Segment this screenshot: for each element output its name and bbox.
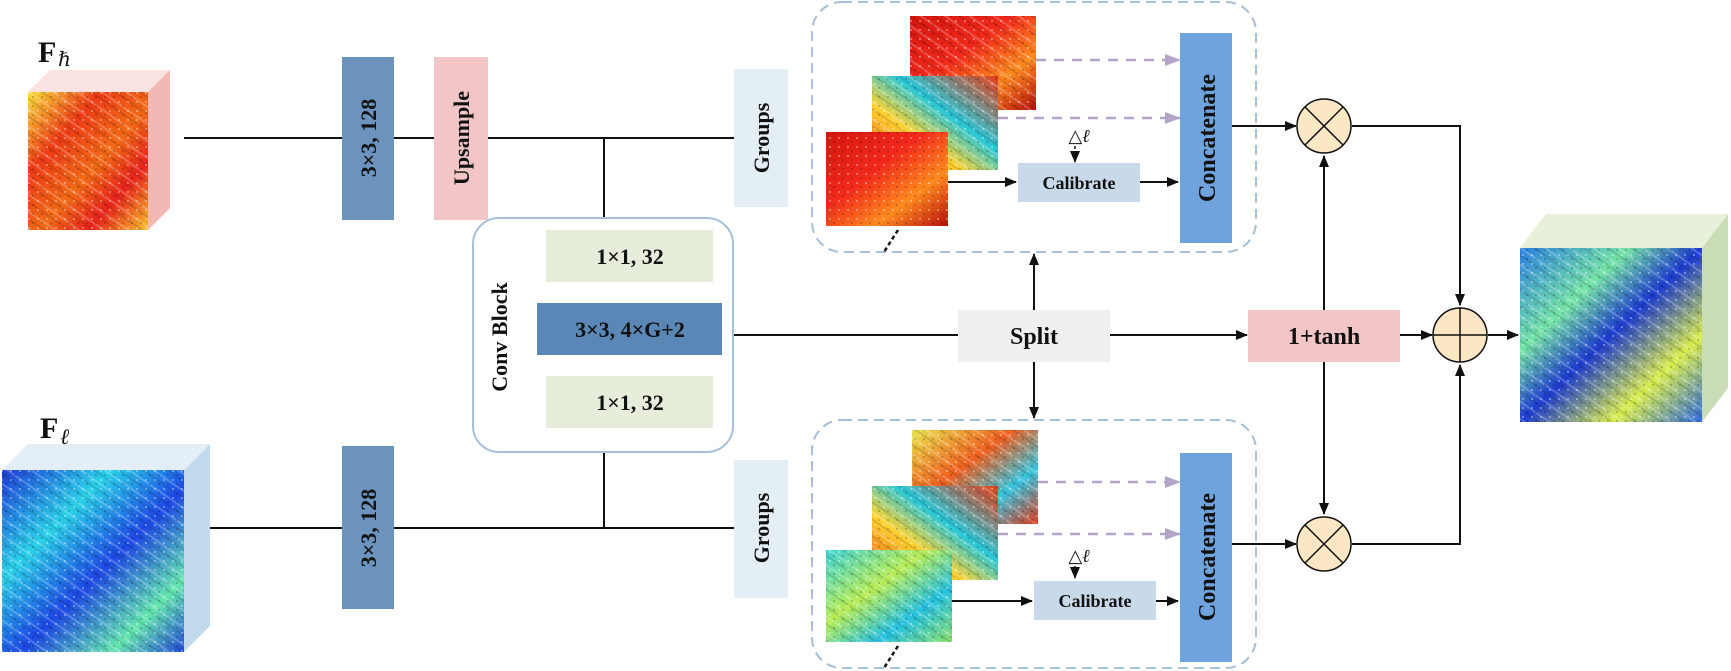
conv-block-title: Conv Block — [487, 282, 512, 392]
ellipsis-dash — [882, 645, 900, 669]
input-feature-cube-high — [28, 70, 170, 230]
tanh-label: 1+tanh — [1288, 324, 1360, 350]
delta-offset-bottom: △ℓ — [1068, 546, 1090, 579]
group-feature-map-1 — [826, 132, 948, 226]
upsample-label: Upsample — [449, 91, 474, 185]
calibrate-bottom-label: Calibrate — [1059, 591, 1132, 611]
conv-block-layer-2: 3×3, 4×G+2 — [537, 303, 722, 355]
conv-3x3-128-bottom: 3×3, 128 — [342, 446, 394, 609]
svg-text:1×1, 32: 1×1, 32 — [596, 244, 664, 269]
groups-top: Groups — [734, 69, 788, 207]
calibrate-bottom: Calibrate — [1034, 581, 1156, 620]
conv-bottom-label: 3×3, 128 — [356, 489, 381, 568]
split-arrows — [1029, 253, 1248, 419]
conv-3x3-128-top: 3×3, 128 — [342, 57, 394, 220]
cube-side-face — [184, 444, 210, 652]
conv-top-label: 3×3, 128 — [356, 99, 381, 178]
add-operator — [1432, 307, 1488, 363]
svg-text:△ℓ: △ℓ — [1068, 546, 1090, 566]
concatenate-top-label: Concatenate — [1195, 74, 1221, 202]
upsample-block: Upsample — [434, 57, 488, 220]
cube-top-face — [2, 444, 210, 470]
connection-lines-right — [1232, 121, 1519, 549]
tanh-activation: 1+tanh — [1248, 310, 1400, 362]
calibrate-top: Calibrate — [1018, 163, 1140, 202]
group-feature-map-1 — [826, 550, 952, 642]
split-block: Split — [958, 310, 1110, 362]
conv-block-layer-3: 1×1, 32 — [546, 376, 713, 428]
multiply-operator-top — [1296, 98, 1352, 154]
input-label-low: F ℓ — [40, 412, 70, 449]
input-feature-cube-low — [2, 444, 210, 652]
groups-bottom: Groups — [734, 460, 788, 598]
conv-block-layer-1: 1×1, 32 — [546, 230, 713, 282]
input-label-sub: ℏ — [58, 49, 71, 71]
input-label-main: F — [38, 36, 56, 69]
concatenate-top: Concatenate — [1180, 33, 1232, 243]
input-label-high: F ℏ — [38, 36, 71, 71]
output-feature-cube — [1520, 214, 1728, 422]
svg-text:3×3, 4×G+2: 3×3, 4×G+2 — [575, 317, 685, 342]
split-label: Split — [1010, 324, 1058, 350]
ellipsis-dash — [882, 229, 900, 253]
svg-text:1×1, 32: 1×1, 32 — [596, 390, 664, 415]
concatenate-bottom-label: Concatenate — [1195, 493, 1221, 621]
cube-side-face — [1702, 214, 1728, 422]
groups-bottom-label: Groups — [749, 492, 774, 563]
connection-lines-left — [184, 137, 958, 529]
input-label-main: F — [40, 412, 58, 445]
conv-block: Conv Block 1×1, 32 3×3, 4×G+2 1×1, 32 — [472, 217, 734, 453]
multiply-operator-bottom — [1296, 516, 1352, 572]
cube-top-face — [1520, 214, 1728, 248]
cube-top-face — [28, 70, 170, 92]
calibration-panel-top: Calibrate △ℓ Concatenate — [811, 1, 1257, 253]
svg-text:△ℓ: △ℓ — [1068, 126, 1090, 146]
calibrate-top-label: Calibrate — [1043, 173, 1116, 193]
concatenate-bottom: Concatenate — [1180, 453, 1232, 662]
delta-offset-top: △ℓ — [1068, 126, 1090, 163]
input-label-sub: ℓ — [60, 424, 70, 449]
cube-side-face — [148, 70, 170, 230]
calibration-panel-bottom: Calibrate △ℓ Concatenate — [811, 419, 1257, 669]
groups-top-label: Groups — [749, 102, 774, 173]
